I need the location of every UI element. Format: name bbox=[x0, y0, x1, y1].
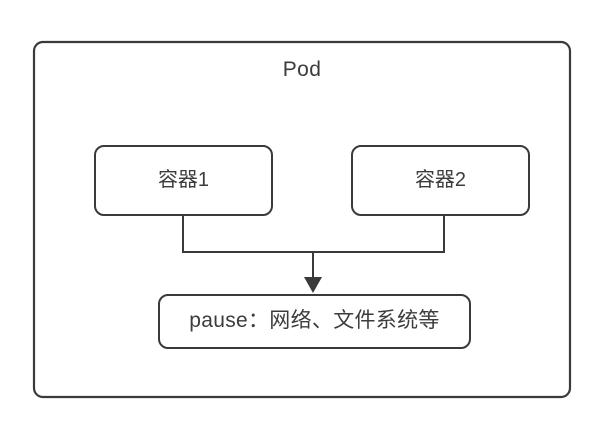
pod-title: Pod bbox=[282, 58, 322, 81]
container-1-label: 容器1 bbox=[157, 169, 210, 191]
connector-arrow-head-icon bbox=[304, 277, 322, 293]
container-2-box bbox=[351, 145, 530, 216]
pause-container-label: pause：网络、文件系统等 bbox=[189, 309, 440, 332]
container-2-label: 容器2 bbox=[414, 169, 467, 191]
pause-container-box bbox=[158, 294, 471, 349]
